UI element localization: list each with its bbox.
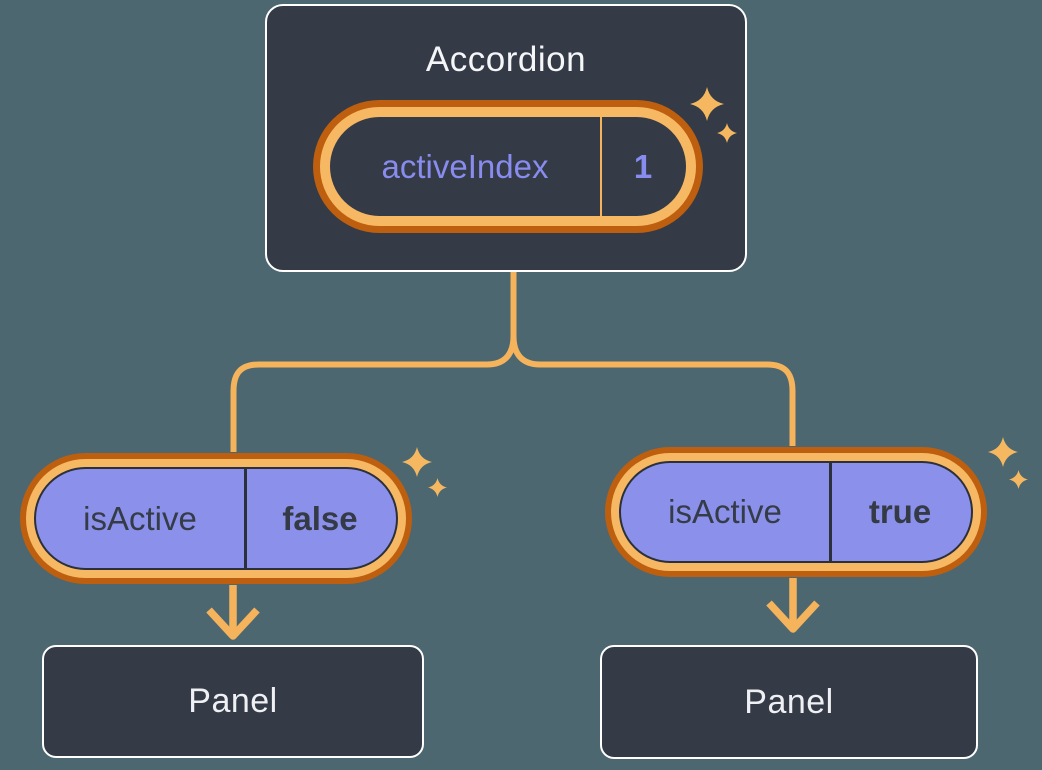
prop-pill-left-divider (244, 469, 247, 568)
prop-pill-right: isActive true (619, 461, 973, 563)
prop-pill-left-name: isActive (83, 499, 197, 537)
state-pill-name: activeIndex (381, 147, 549, 185)
prop-pill-right-value: true (868, 493, 932, 530)
panel-left-label: Panel (188, 682, 278, 720)
prop-pill-left: isActive false (34, 467, 398, 570)
panel-right: Panel (600, 645, 978, 759)
panel-left: Panel (42, 645, 424, 758)
panel-right-label: Panel (744, 682, 834, 721)
connector-left-branch (230, 270, 517, 452)
sparkle-icon (1009, 470, 1028, 489)
state-pill-divider (600, 117, 602, 216)
sparkle-icon (428, 478, 447, 497)
arrow-down-left-icon (206, 585, 260, 640)
connector-right-branch (510, 335, 796, 446)
accordion-title: Accordion (425, 40, 587, 79)
prop-pill-right-divider (829, 463, 832, 561)
sparkle-icon (690, 87, 724, 121)
state-pill-value: 1 (633, 147, 653, 185)
sparkle-icon (402, 447, 432, 477)
prop-pill-left-value: false (282, 499, 358, 537)
sparkle-icon (988, 437, 1018, 467)
prop-pill-right-name: isActive (668, 493, 782, 530)
sparkle-icon (717, 123, 737, 143)
arrow-down-right-icon (766, 578, 820, 633)
state-pill: activeIndex 1 (320, 107, 696, 226)
